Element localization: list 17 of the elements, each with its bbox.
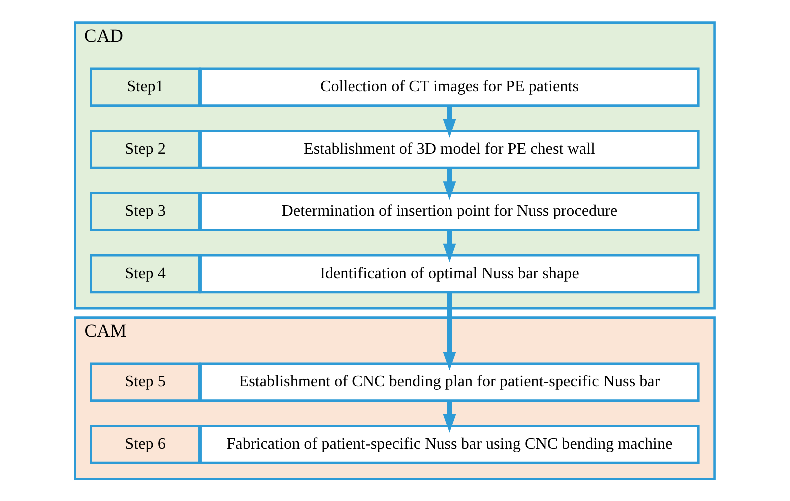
arrow bbox=[443, 230, 456, 262]
node-box: Step1 bbox=[90, 67, 201, 106]
node-box: Step 4 bbox=[90, 254, 201, 294]
node-box: Determination of insertion point for Nuss procedure bbox=[200, 192, 700, 231]
node-box: Step 5 bbox=[90, 362, 201, 402]
node-box: Step 6 bbox=[90, 424, 201, 464]
arrow bbox=[443, 292, 456, 370]
node-box: Step 2 bbox=[90, 130, 201, 169]
node-box: Identification of optimal Nuss bar shape bbox=[200, 254, 700, 294]
node-box: Establishment of CNC bending plan for patient-specific Nuss bar bbox=[200, 362, 700, 402]
node-box: Collection of CT images for PE patients bbox=[200, 67, 700, 106]
node-box: Establishment of 3D model for PE chest wall bbox=[200, 130, 700, 169]
arrow bbox=[443, 400, 456, 432]
arrow bbox=[443, 168, 456, 200]
arrow bbox=[443, 105, 456, 138]
node-box: Step 3 bbox=[90, 192, 201, 231]
node-box: Fabrication of patient-specific Nuss bar using CNC bending machine bbox=[200, 424, 700, 464]
